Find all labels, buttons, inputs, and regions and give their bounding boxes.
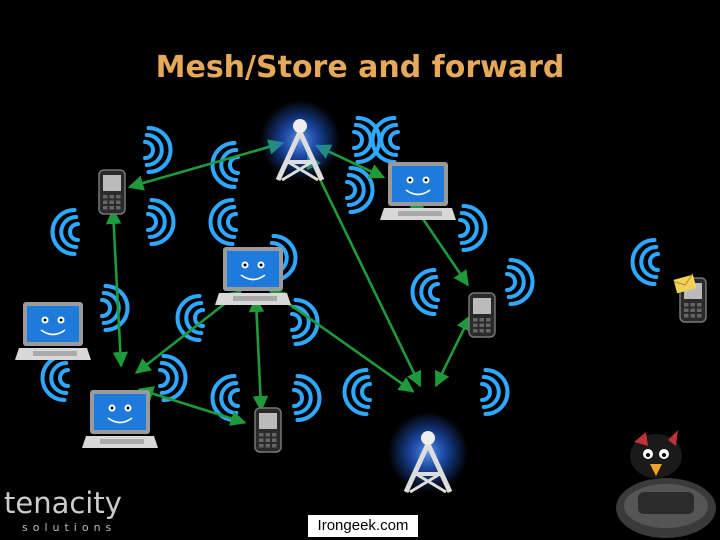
signal-wave-icon — [342, 368, 372, 416]
signal-wave-icon — [480, 368, 510, 416]
phone-top-left-phone-icon — [98, 169, 126, 215]
laptop-left-laptop-icon — [15, 302, 91, 360]
signal-wave-icon — [410, 268, 440, 316]
signal-wave-icon — [208, 198, 238, 246]
signal-wave-icon — [210, 141, 240, 189]
signal-wave-icon — [143, 126, 173, 174]
signal-wave-icon — [50, 208, 80, 256]
footer-credit: Irongeek.com — [308, 515, 418, 537]
signal-wave-icon — [630, 238, 660, 286]
signal-wave-icon — [458, 204, 488, 252]
signal-wave-icon — [292, 374, 322, 422]
mesh-nodes — [15, 100, 707, 494]
tower-top-tower-icon — [260, 100, 340, 182]
laptop-bottom-left-laptop-icon — [82, 390, 158, 448]
mesh-link-arrow — [127, 139, 285, 191]
signal-wave-icon — [345, 166, 375, 214]
mesh-link-arrow — [434, 314, 472, 388]
signal-wave-icon — [40, 354, 70, 402]
phone-far-right-phone-icon — [673, 273, 707, 323]
company-logo: tenacity solutions — [4, 480, 134, 536]
laptop-top-right-laptop-icon — [380, 162, 456, 220]
signal-wave-icon — [158, 354, 188, 402]
mesh-link-arrow — [137, 386, 247, 426]
phone-bottom-phone-icon — [254, 407, 282, 453]
logo-name: tenacity — [4, 486, 122, 520]
signal-wave-icon — [505, 258, 535, 306]
logo-subtitle: solutions — [22, 521, 117, 534]
signal-wave-icon — [370, 116, 400, 164]
mesh-link-arrow — [248, 296, 269, 412]
mesh-link-arrow — [105, 208, 129, 368]
signal-wave-icon — [100, 284, 130, 332]
message-icon — [673, 273, 697, 294]
phone-right-phone-icon — [468, 292, 496, 338]
mesh-link-arrow — [268, 289, 415, 393]
laptop-center-laptop-icon — [215, 247, 291, 305]
mascot-icon — [616, 430, 716, 538]
slide-title: Mesh/Store and forward — [155, 50, 565, 85]
signal-wave-icon — [146, 198, 176, 246]
signal-wave-icon — [175, 294, 205, 342]
signal-wave-icon — [352, 116, 382, 164]
signal-waves — [40, 116, 660, 422]
tower-bottom-tower-icon — [388, 412, 468, 494]
